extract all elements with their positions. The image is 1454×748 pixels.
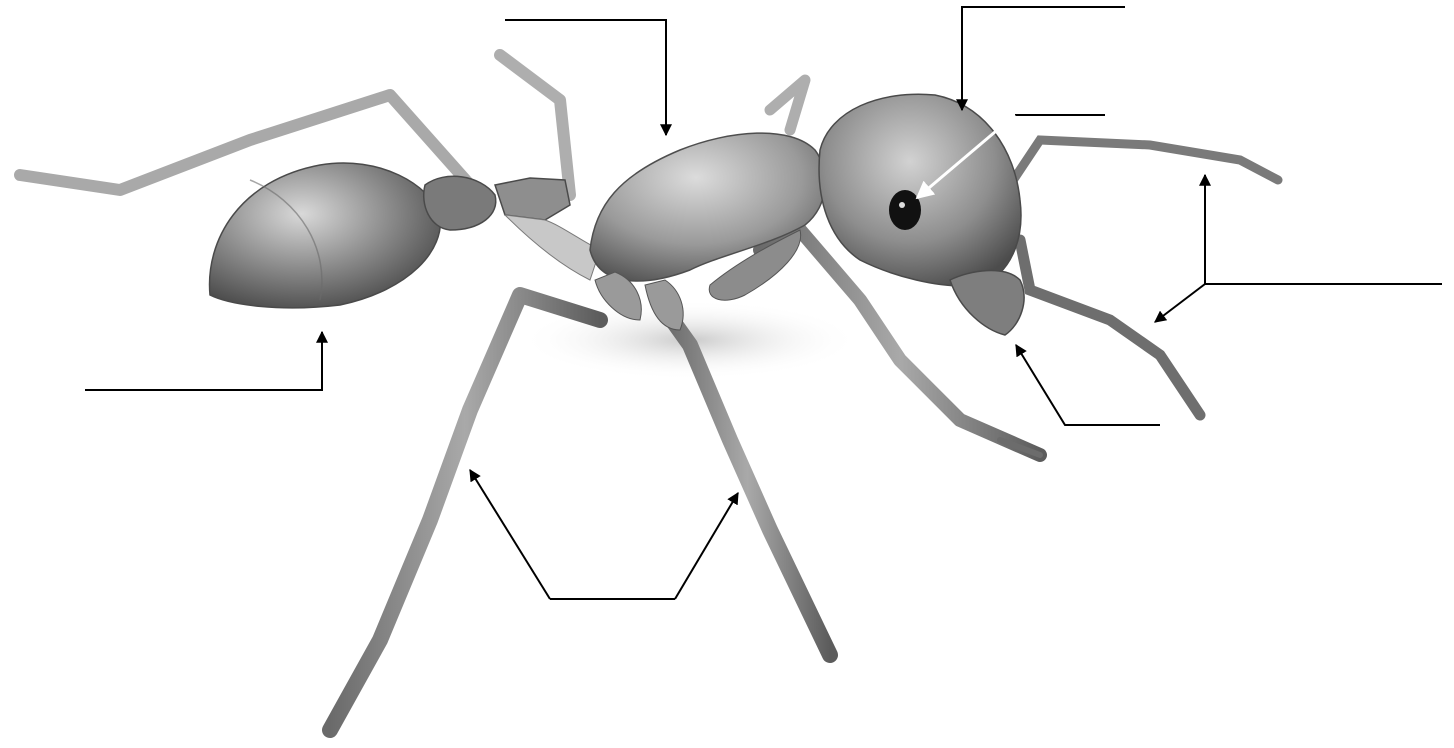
leader-head (962, 7, 1125, 110)
leader-gaster (85, 332, 322, 390)
hind-leg-back (20, 95, 470, 190)
leader-antenna-lower (1155, 284, 1205, 322)
head (819, 94, 1021, 286)
mandibles (950, 271, 1024, 335)
gaster (210, 163, 441, 308)
middle-leg-back (500, 55, 570, 195)
leader-mandibles (1016, 345, 1160, 425)
antenna-lower (1020, 240, 1200, 415)
leader-leg-right (675, 493, 738, 599)
front-leg-back (770, 80, 805, 130)
leader-leg-left (470, 470, 550, 599)
postpetiole (495, 178, 570, 220)
antennae (1010, 140, 1278, 415)
eye (889, 190, 921, 230)
antenna-upper (1010, 140, 1278, 185)
petiole (424, 176, 496, 230)
